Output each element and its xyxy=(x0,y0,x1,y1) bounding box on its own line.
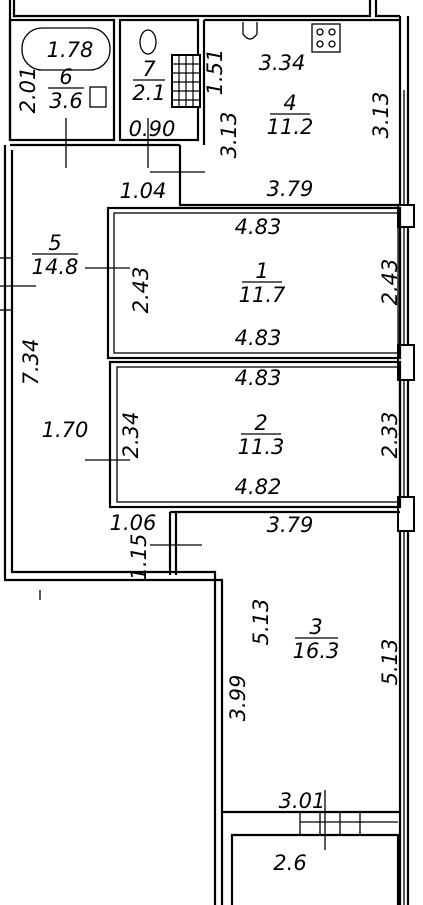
dim-kitchen-right: 3.13 xyxy=(369,92,393,139)
dim-r2-left: 2.34 xyxy=(119,412,143,459)
room-3-area: 16.3 xyxy=(293,639,340,663)
dim-r3-top: 3.79 xyxy=(267,513,314,537)
door-ticks xyxy=(0,118,205,600)
dim-r1-bottom: 4.83 xyxy=(235,326,282,350)
dim-kitchen-bottom: 3.79 xyxy=(267,177,314,201)
room-labels: 6 3.6 7 2.1 4 11.2 5 14.8 1 11.7 2 11.3 … xyxy=(32,57,340,875)
wc xyxy=(118,18,201,142)
dim-bath-width: 1.78 xyxy=(47,38,94,62)
dim-r1-left: 2.43 xyxy=(129,267,153,314)
room-2-area: 11.3 xyxy=(238,435,285,459)
room-4-area: 11.2 xyxy=(267,115,314,139)
room-2-number: 2 xyxy=(254,411,267,435)
room-7-area: 2.1 xyxy=(132,81,165,105)
room-5-number: 5 xyxy=(48,231,61,255)
dim-r3-left-lower: 3.99 xyxy=(226,675,250,722)
balcony-area: 2.6 xyxy=(273,851,306,875)
dim-balcony-width: 3.01 xyxy=(279,789,326,813)
room-7-number: 7 xyxy=(142,57,156,81)
dim-corridor-bottom: 1.06 xyxy=(110,511,157,535)
dim-r2-top: 4.83 xyxy=(235,366,282,390)
room-1-number: 1 xyxy=(255,259,268,283)
dim-r3-right: 5.13 xyxy=(378,639,402,686)
balcony xyxy=(213,790,400,905)
dim-wc-width: 0.90 xyxy=(129,117,176,141)
room-3 xyxy=(168,510,400,575)
dim-r2-right: 2.33 xyxy=(378,412,402,459)
room-1 xyxy=(106,206,402,360)
room-3-number: 3 xyxy=(309,615,322,639)
dim-wc-depth: 1.51 xyxy=(203,49,227,96)
kitchen xyxy=(178,18,400,207)
room-6-area: 3.6 xyxy=(49,89,82,113)
dim-corridor-side: 1.15 xyxy=(127,534,151,581)
room-2 xyxy=(108,360,402,509)
dimension-labels: 1.78 2.01 1.51 0.90 3.34 3.13 3.13 3.79 … xyxy=(16,38,402,813)
room-6-number: 6 xyxy=(59,65,72,89)
dim-r3-left-upper: 5.13 xyxy=(249,599,273,646)
dim-kitchen-top: 3.34 xyxy=(259,51,306,75)
dim-hall-length: 7.34 xyxy=(19,339,43,386)
dim-kitchen-left: 3.13 xyxy=(217,112,241,159)
dim-r2-bottom: 4.82 xyxy=(235,475,282,499)
room-5-area: 14.8 xyxy=(32,255,79,279)
dim-r1-right: 2.43 xyxy=(378,259,402,306)
dim-bath-height: 2.01 xyxy=(16,67,40,114)
bathroom xyxy=(8,18,116,142)
room-1-area: 11.7 xyxy=(239,283,286,307)
dim-corridor-top: 1.04 xyxy=(120,179,167,203)
dim-hall-width: 1.70 xyxy=(42,418,89,442)
room-4-number: 4 xyxy=(283,91,296,115)
dim-r1-top: 4.83 xyxy=(235,215,282,239)
